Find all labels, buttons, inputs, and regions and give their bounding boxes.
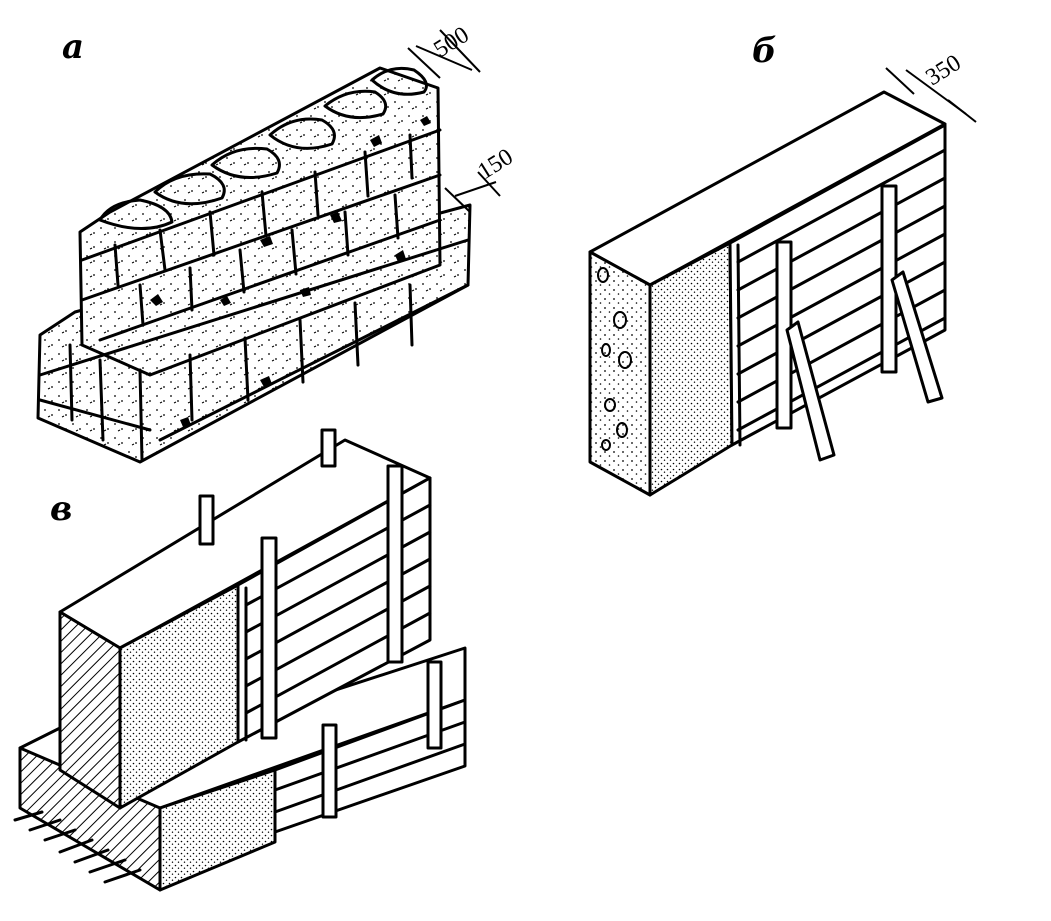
stone-texture (150, 116, 431, 427)
formwork-b-boards (736, 148, 947, 447)
formwork-b-studs (775, 184, 944, 462)
wall-b-side (648, 241, 734, 497)
panel-a-label: а (62, 27, 84, 67)
aggregate-circles (597, 267, 632, 451)
wall-b-end (588, 250, 652, 497)
dimension-150: 150 (444, 144, 518, 213)
dimension-150-text: 150 (473, 144, 517, 185)
panel-b-label: б (752, 31, 777, 71)
reinforcement-bars (13, 810, 142, 884)
brace-b-1 (785, 320, 836, 462)
top-stones (98, 66, 428, 231)
panel-a-stone-wall: а (36, 22, 518, 464)
panel-b-concrete-wall: б (588, 31, 977, 497)
panel-v-label: в (50, 489, 72, 529)
dimension-350-text: 350 (921, 50, 965, 91)
stud-wall-2 (386, 464, 404, 664)
stud-wall-back-2 (320, 428, 337, 468)
stud-wall-back-1 (198, 494, 215, 546)
brace-b-2 (890, 270, 944, 404)
stud-footing-2 (426, 660, 443, 750)
panel-v-wall-on-footing: в (13, 428, 467, 892)
dimension-500: 500 (407, 22, 481, 79)
dimension-500-text: 500 (429, 22, 473, 63)
footing-side (158, 768, 277, 892)
stud-footing-1 (321, 723, 338, 819)
stud-wall-1 (260, 536, 278, 740)
